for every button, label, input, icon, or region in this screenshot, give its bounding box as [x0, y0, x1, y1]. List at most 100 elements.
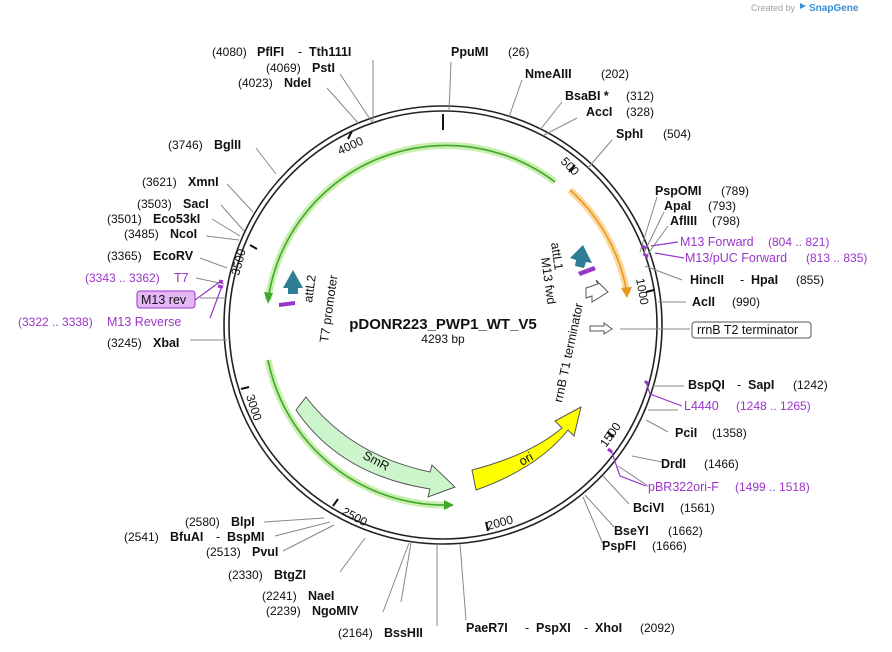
orange-arrow-icon: [621, 287, 632, 298]
tick-label-500: 500: [558, 154, 582, 178]
svg-text:(813 .. 835): (813 .. 835): [806, 251, 867, 265]
svg-text:(4023): (4023): [238, 76, 273, 90]
enzyme-label-bsshii[interactable]: (2164) BssHII: [338, 626, 423, 640]
tick-label-1000: 1000: [633, 277, 651, 306]
m13-rev-site: [279, 301, 295, 307]
svg-text:-: -: [216, 530, 220, 544]
svg-text:BssHII: BssHII: [384, 626, 423, 640]
svg-text:(855): (855): [796, 273, 824, 287]
enzyme-label-naei[interactable]: (2241) NaeI: [262, 589, 334, 603]
svg-text:PpuMI: PpuMI: [451, 45, 489, 59]
attl2-label: attL2: [301, 274, 319, 304]
svg-text:(2239): (2239): [266, 604, 301, 618]
enzyme-label-xbai[interactable]: (3245) XbaI: [107, 336, 179, 350]
svg-text:-: -: [525, 621, 529, 635]
svg-text:BciVI: BciVI: [633, 501, 664, 515]
svg-text:(3621): (3621): [142, 175, 177, 189]
svg-text:AclI: AclI: [692, 295, 715, 309]
svg-text:BlpI: BlpI: [231, 515, 255, 529]
svg-text:PstI: PstI: [312, 61, 335, 75]
primer-label-m13-forward[interactable]: M13 Forward (804 .. 821): [680, 235, 829, 249]
svg-text:(1561): (1561): [680, 501, 715, 515]
svg-text:M13/pUC Forward: M13/pUC Forward: [685, 251, 787, 265]
enzyme-label-ppumi[interactable]: PpuMI (26): [451, 45, 529, 59]
enzyme-label-ncoi[interactable]: (3485) NcoI: [124, 227, 197, 241]
enzyme-label-paer7i[interactable]: PaeR7I - PspXI - XhoI (2092): [466, 621, 675, 635]
enzyme-label-bglii[interactable]: (3746) BglII: [168, 138, 241, 152]
enzyme-label-bspqi[interactable]: BspQI - SapI (1242): [688, 378, 828, 392]
enzyme-label-acci[interactable]: AccI (328): [586, 105, 654, 119]
svg-text:(2092): (2092): [640, 621, 675, 635]
primer-label-m13-rev[interactable]: M13 rev: [136, 290, 196, 309]
svg-text:BtgZI: BtgZI: [274, 568, 306, 582]
enzyme-label-pvui[interactable]: (2513) PvuI: [206, 545, 278, 559]
svg-text:NmeAIII: NmeAIII: [525, 67, 572, 81]
attl1-arrow-icon: [570, 245, 592, 268]
primer-label-l4440[interactable]: L4440 (1248 .. 1265): [684, 399, 811, 413]
primer-label-pbr322ori-f[interactable]: pBR322ori-F (1499 .. 1518): [648, 480, 810, 494]
enzyme-label-pflfi[interactable]: (4080) PflFI - Tth111I: [212, 45, 351, 59]
enzyme-label-ndei[interactable]: (4023) NdeI: [238, 76, 311, 90]
enzyme-label-xmni[interactable]: (3621) XmnI: [142, 175, 219, 189]
svg-text:BfuAI: BfuAI: [170, 530, 203, 544]
rrnb-t1-label: rrnB T1 terminator: [551, 302, 586, 404]
enzyme-label-ecorv[interactable]: (3365) EcoRV: [107, 249, 194, 263]
tick-label-2000: 2000: [485, 512, 515, 533]
enzyme-label-psti[interactable]: (4069) PstI: [266, 61, 335, 75]
enzyme-label-ngomiv[interactable]: (2239) NgoMIV: [266, 604, 359, 618]
m13-fwd-site: [578, 266, 596, 276]
enzyme-label-bcivi[interactable]: BciVI (1561): [633, 501, 715, 515]
primer-label-m13-puc-forward[interactable]: M13/pUC Forward (813 .. 835): [685, 251, 867, 265]
enzyme-label-pcii[interactable]: PciI (1358): [675, 426, 747, 440]
svg-text:AccI: AccI: [586, 105, 612, 119]
enzyme-label-bfuai[interactable]: (2541) BfuAI - BspMI: [124, 530, 265, 544]
plasmid-name: pDONR223_PWP1_WT_V5: [349, 316, 537, 333]
primer-label-m13-reverse[interactable]: (3322 .. 3338) M13 Reverse: [18, 315, 181, 329]
svg-text:rrnB T2 terminator: rrnB T2 terminator: [697, 323, 798, 337]
svg-text:DrdI: DrdI: [661, 457, 686, 471]
enzyme-label-bseyi[interactable]: BseYI (1662): [614, 524, 703, 538]
enzyme-label-drdi[interactable]: DrdI (1466): [661, 457, 739, 471]
svg-text:(202): (202): [601, 67, 629, 81]
attl2-arrow-icon: [283, 270, 303, 294]
svg-text:SacI: SacI: [183, 197, 209, 211]
svg-text:SapI: SapI: [748, 378, 774, 392]
svg-text:(504): (504): [663, 127, 691, 141]
svg-text:(2541): (2541): [124, 530, 159, 544]
svg-text:XbaI: XbaI: [153, 336, 179, 350]
feature-label-rrnb-t2[interactable]: rrnB T2 terminator: [691, 321, 812, 339]
enzyme-label-bsabi[interactable]: BsaBI * (312): [565, 89, 654, 103]
enzyme-label-eco53ki[interactable]: (3501) Eco53kI: [107, 212, 200, 226]
enzyme-label-afliii[interactable]: AflIII (798): [670, 214, 740, 228]
primer-label-t7[interactable]: (3343 .. 3362) T7: [85, 271, 189, 285]
enzyme-label-apai[interactable]: ApaI (793): [664, 199, 736, 213]
svg-text:BseYI: BseYI: [614, 524, 649, 538]
enzyme-label-sphi[interactable]: SphI (504): [616, 127, 691, 141]
svg-text:NcoI: NcoI: [170, 227, 197, 241]
svg-text:(1466): (1466): [704, 457, 739, 471]
svg-text:(3322 .. 3338): (3322 .. 3338): [18, 315, 93, 329]
arc-arrow-icon: [444, 500, 454, 510]
enzyme-label-acli[interactable]: AclI (990): [692, 295, 760, 309]
ori-label: ori: [517, 450, 536, 469]
enzyme-label-btgzi[interactable]: (2330) BtgZI: [228, 568, 306, 582]
enzyme-label-nmeaiii[interactable]: NmeAIII (202): [525, 67, 629, 81]
svg-text:PspFI: PspFI: [602, 539, 636, 553]
svg-text:Tth111I: Tth111I: [309, 45, 351, 59]
svg-text:PaeR7I: PaeR7I: [466, 621, 508, 635]
svg-text:M13 rev: M13 rev: [141, 293, 187, 307]
svg-text:NaeI: NaeI: [308, 589, 334, 603]
svg-text:(990): (990): [732, 295, 760, 309]
svg-text:L4440: L4440: [684, 399, 719, 413]
snapgene-logo-icon: [800, 3, 806, 9]
svg-text:(2513): (2513): [206, 545, 241, 559]
primer-lines: [194, 241, 685, 487]
enzyme-label-pspomi[interactable]: PspOMI (789): [655, 184, 749, 198]
svg-text:(1662): (1662): [668, 524, 703, 538]
enzyme-label-saci[interactable]: (3503) SacI: [137, 197, 209, 211]
svg-text:(1358): (1358): [712, 426, 747, 440]
enzyme-label-hincii[interactable]: HincII - HpaI (855): [690, 273, 824, 287]
enzyme-label-blpi[interactable]: (2580) BlpI: [185, 515, 255, 529]
enzyme-label-pspfi[interactable]: PspFI (1666): [602, 539, 687, 553]
svg-text:(1242): (1242): [793, 378, 828, 392]
